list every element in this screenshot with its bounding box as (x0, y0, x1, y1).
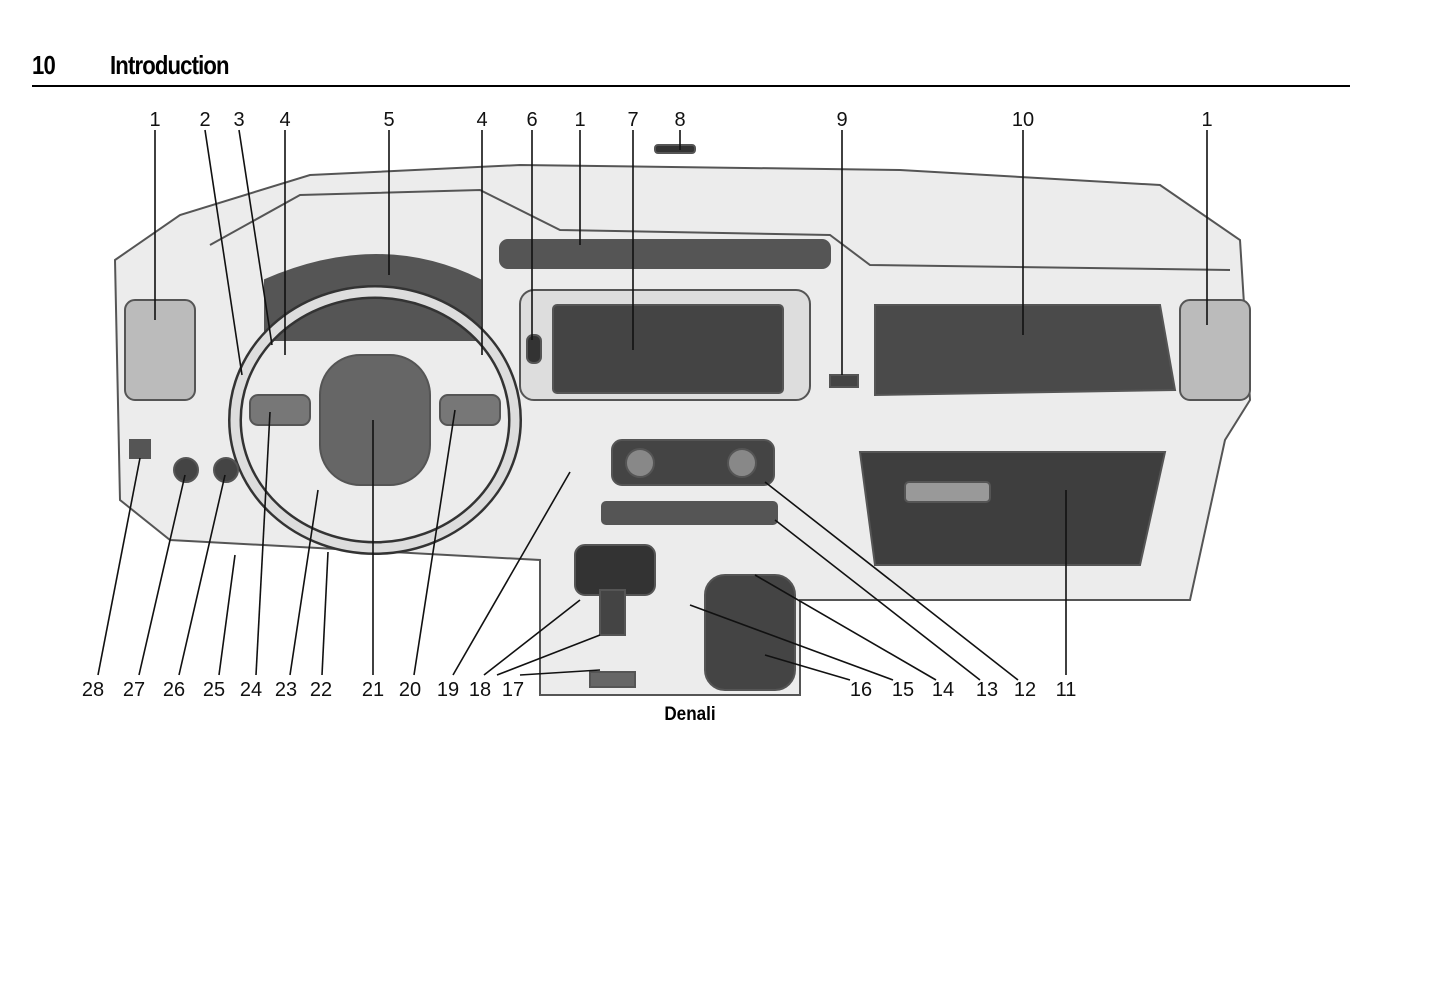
callout-label: 1 (1201, 109, 1212, 131)
callout-leader-lines (97, 129, 1208, 681)
callout-label: 13 (976, 679, 998, 701)
callout-label: 4 (476, 109, 487, 131)
callout-label: 21 (362, 679, 384, 701)
callout-label: 16 (850, 679, 872, 701)
top-callouts: 1 2 3 4 5 4 6 1 7 8 9 10 1 (149, 109, 1212, 131)
callout-label: 9 (836, 109, 847, 131)
callout-label: 19 (437, 679, 459, 701)
callout-label: 23 (275, 679, 297, 701)
section-title: Introduction (110, 50, 230, 80)
callout-label: 10 (1012, 109, 1034, 131)
callout-label: 27 (123, 679, 145, 701)
callout-label: 20 (399, 679, 421, 701)
callout-label: 22 (310, 679, 332, 701)
header-rule (32, 85, 1350, 87)
callout-label: 12 (1014, 679, 1036, 701)
callout-label: 11 (1056, 679, 1077, 701)
callout-label: 2 (199, 109, 210, 131)
callout-label: 5 (383, 109, 394, 131)
callout-label: 14 (932, 679, 954, 701)
page-number: 10 (32, 50, 56, 80)
bottom-callouts: 28 27 26 25 24 23 22 21 20 19 18 17 16 1… (82, 679, 1077, 701)
callout-label: 25 (203, 679, 225, 701)
callout-label: 18 (469, 679, 491, 701)
callout-label: 24 (240, 679, 262, 701)
callout-label: 17 (502, 679, 524, 701)
callout-label: 28 (82, 679, 104, 701)
callout-label: 4 (279, 109, 290, 131)
figure-caption: Denali (664, 704, 716, 725)
callout-label: 3 (233, 109, 244, 131)
callout-label: 6 (526, 109, 537, 131)
callout-label: 7 (627, 109, 638, 131)
callout-label: 1 (149, 109, 160, 131)
callout-label: 1 (574, 109, 585, 131)
callout-label: 8 (674, 109, 685, 131)
dashboard-illustration (113, 144, 1252, 696)
callout-label: 26 (163, 679, 185, 701)
callout-label: 15 (892, 679, 914, 701)
